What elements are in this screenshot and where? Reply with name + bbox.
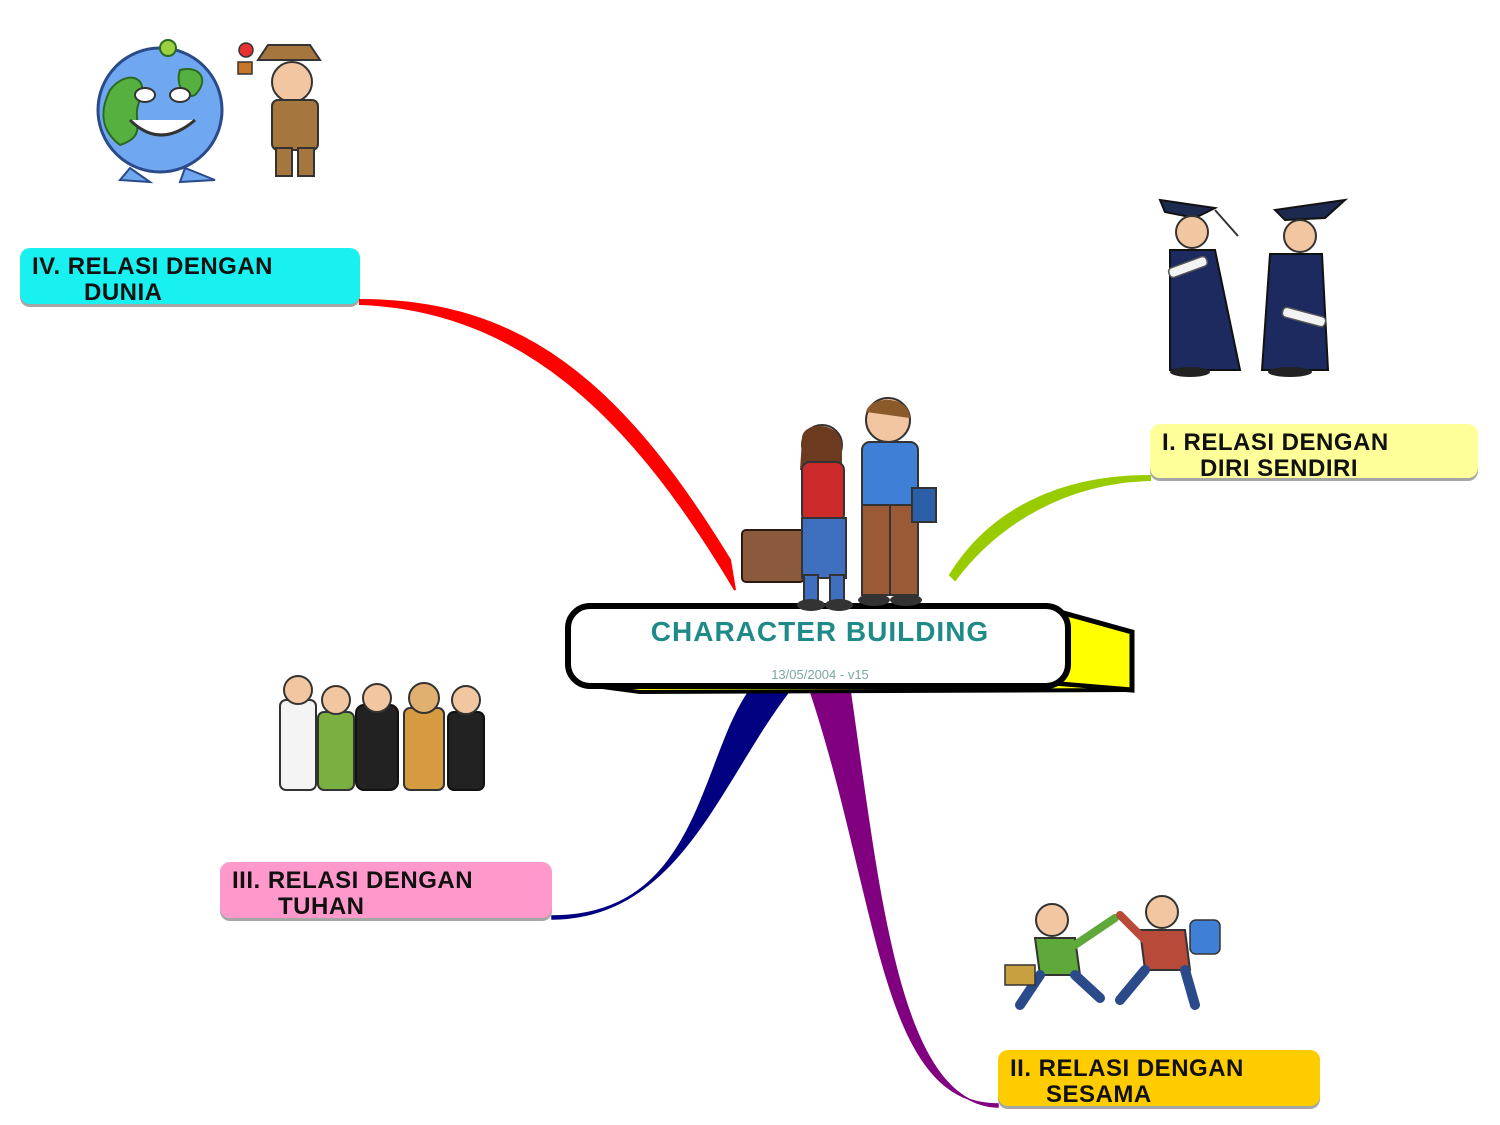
node-label-line2: SESAMA bbox=[1046, 1081, 1152, 1108]
node-label-line1: II. RELASI DENGAN bbox=[1010, 1055, 1244, 1082]
node-label-line1: III. RELASI DENGAN bbox=[232, 867, 474, 894]
node-label-line1: I. RELASI DENGAN bbox=[1162, 429, 1389, 456]
node-label-line1: IV. RELASI DENGAN bbox=[32, 253, 273, 280]
students-icon bbox=[741, 397, 937, 611]
node-label-line2: DUNIA bbox=[84, 279, 163, 306]
node-relasi-tuhan[interactable]: III. RELASI DENGAN TUHAN bbox=[220, 862, 552, 920]
branch-tuhan bbox=[551, 689, 792, 920]
religious-figures-icon bbox=[279, 675, 485, 791]
branch-diri bbox=[948, 474, 1151, 582]
central-topic-box bbox=[565, 603, 1135, 695]
branch-dunia bbox=[359, 298, 736, 591]
node-label-line2: TUHAN bbox=[278, 893, 365, 920]
node-relasi-sesama[interactable]: II. RELASI DENGAN SESAMA bbox=[998, 1050, 1320, 1108]
node-relasi-diri-sendiri[interactable]: I. RELASI DENGAN DIRI SENDIRI bbox=[1150, 424, 1478, 482]
node-label-line2: DIRI SENDIRI bbox=[1200, 455, 1359, 482]
central-topic-date: 13/05/2004 - v15 bbox=[771, 667, 869, 682]
node-relasi-dunia[interactable]: IV. RELASI DENGAN DUNIA bbox=[20, 248, 360, 306]
branch-sesama bbox=[808, 689, 999, 1108]
earth-and-explorer-icon bbox=[96, 39, 322, 184]
graduates-icon bbox=[1158, 198, 1349, 377]
high-five-icon bbox=[1004, 895, 1221, 1010]
central-topic-title[interactable]: CHARACTER BUILDING bbox=[650, 616, 990, 647]
